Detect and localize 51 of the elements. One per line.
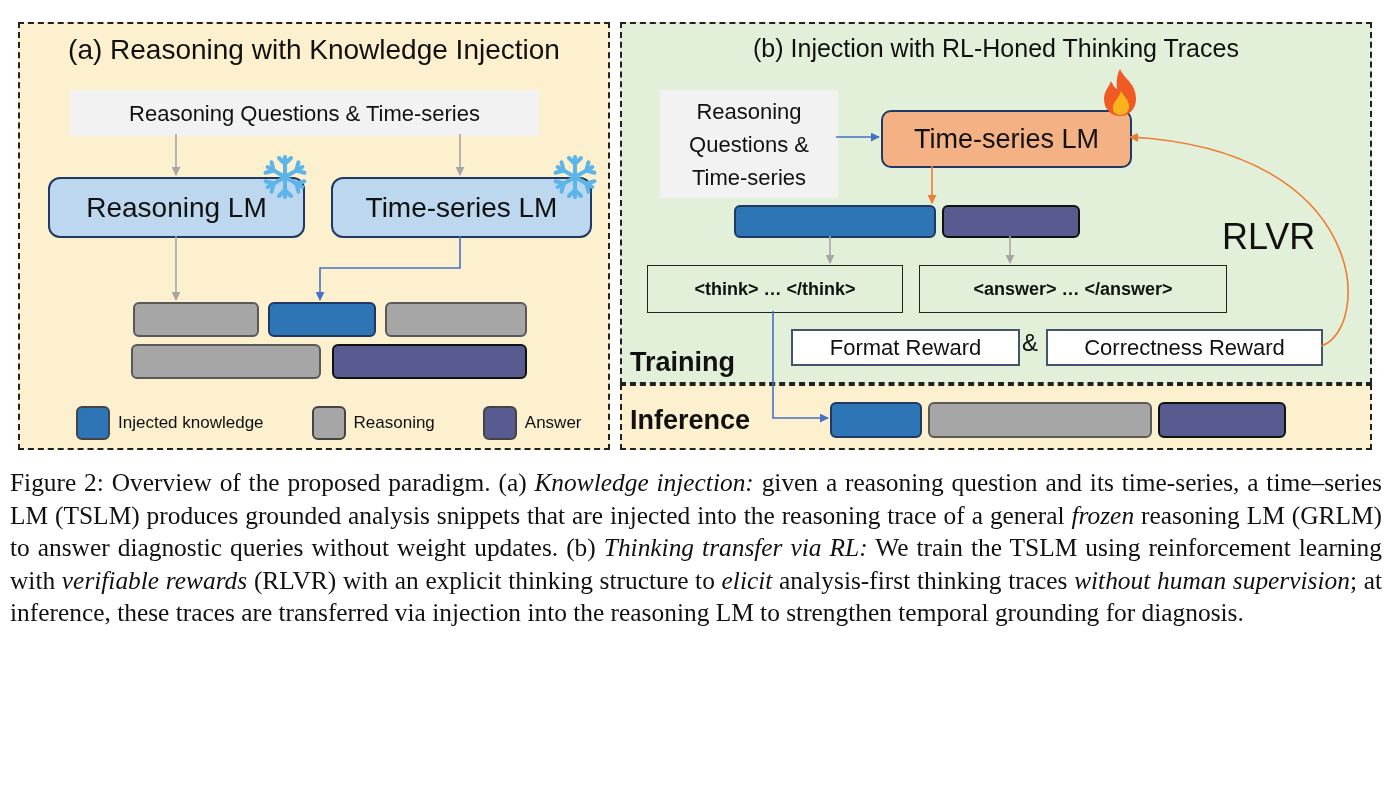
arrow xyxy=(927,165,937,204)
input-box xyxy=(70,90,539,136)
panel-title: (a) Reasoning with Knowledge Injection xyxy=(67,34,561,66)
input-box xyxy=(660,90,838,198)
legend-label: Reasoning xyxy=(353,413,435,433)
bar xyxy=(734,205,936,238)
bar xyxy=(332,344,527,379)
arrow xyxy=(835,132,880,142)
legend-label: Injected knowledge xyxy=(118,413,264,433)
bar xyxy=(385,302,527,337)
arrow xyxy=(772,310,829,423)
node-label: Reasoning LM xyxy=(86,191,267,224)
bar xyxy=(131,344,321,379)
ampersand-label: & xyxy=(1022,329,1038,357)
model-box xyxy=(48,177,305,238)
figure-caption: Figure 2: Overview of the proposed paradigm. (a) Knowledge injection: given a reasoning question and its time-series, a time–series LM (TSLM) produces grounded analysis snippets that are injected into the reasoning trace of a general frozen reasoning LM (GRLM) to answer diagnostic queries without weight updates. (b) Thinking transfer via RL: We train the TSLM using reinforcement learning with verifiable rewards (RLVR) with an explicit thinking structure to elicit analysis-first thinking traces without human supervision; at inference, these traces are transferred via injection into the reasoning LM to strengthen temporal grounding for diagnosis. xyxy=(10,467,1382,628)
arrow xyxy=(315,235,461,301)
node-label: <answer> … </answer> xyxy=(973,278,1173,300)
model-box xyxy=(331,177,592,238)
node-label: Time-series LM xyxy=(914,123,1099,155)
model-box xyxy=(881,110,1132,168)
arrow xyxy=(171,235,181,301)
bar xyxy=(1158,402,1286,438)
bar xyxy=(268,302,376,337)
node-label: Reasoning Questions & Time-series xyxy=(129,99,480,128)
arrow xyxy=(455,133,465,176)
tag-box xyxy=(919,265,1227,313)
panel-title: (b) Injection with RL-Honed Thinking Traces xyxy=(752,34,1240,63)
bar xyxy=(830,402,922,438)
section-label: Training xyxy=(630,347,735,378)
node-label: Format Reward xyxy=(829,334,982,361)
tag-box xyxy=(647,265,903,313)
panel xyxy=(620,22,1372,384)
reward-box xyxy=(791,329,1020,366)
legend-label: Answer xyxy=(524,413,582,433)
panel xyxy=(18,22,610,450)
arrow xyxy=(171,133,181,176)
node-label: Reasoning Questions & Time-series xyxy=(688,97,810,192)
reward-box xyxy=(1046,329,1323,366)
arrow xyxy=(1129,133,1349,347)
panel xyxy=(620,384,1372,450)
node-label: <think> … </think> xyxy=(694,278,856,300)
node-label: Time-series LM xyxy=(365,191,558,224)
arrow xyxy=(1005,235,1015,264)
bar xyxy=(928,402,1152,438)
bar xyxy=(942,205,1080,238)
arrow xyxy=(825,235,835,264)
node-label: Correctness Reward xyxy=(1084,334,1285,361)
rlvr-label: RLVR xyxy=(1222,216,1316,258)
bar xyxy=(133,302,259,337)
section-label: Inference xyxy=(630,405,751,436)
